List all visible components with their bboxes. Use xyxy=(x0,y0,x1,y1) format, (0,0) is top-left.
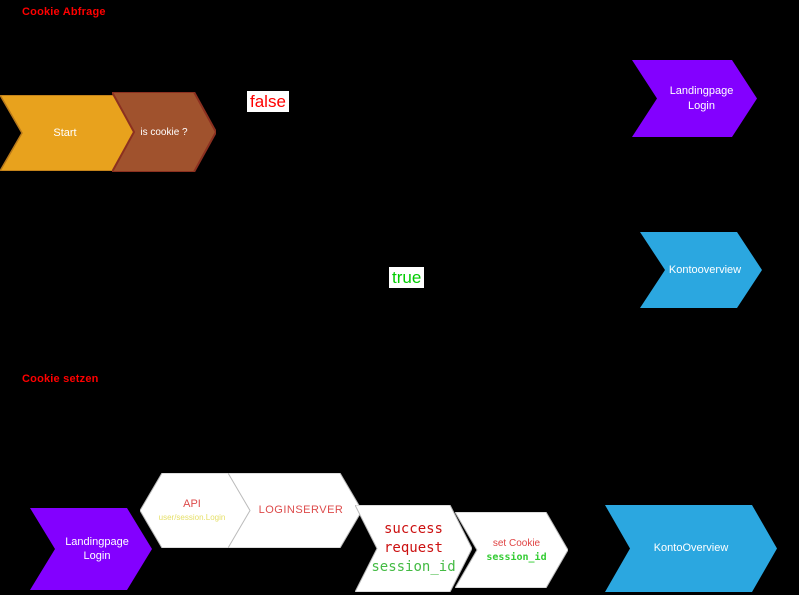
set-cookie-node: set Cookie session_id xyxy=(455,512,568,588)
kontooverview-top-node: Kontooverview xyxy=(640,232,762,308)
landingpage-login-bottom-shape xyxy=(30,508,152,590)
kontooverview-top-shape xyxy=(640,232,762,308)
landingpage-login-bottom-node: Landingpage Login xyxy=(30,508,152,590)
loginserver-shape xyxy=(228,473,362,548)
kontooverview-bottom-node: KontoOverview xyxy=(605,505,777,592)
edge-label-true: true xyxy=(389,267,425,288)
is-cookie-shape xyxy=(112,92,216,172)
is-cookie-node: is cookie ? xyxy=(112,92,216,172)
set-cookie-shape xyxy=(455,512,568,588)
loginserver-node: LOGINSERVER xyxy=(228,473,362,548)
landingpage-login-top-shape xyxy=(632,60,757,137)
edge-label-false: false xyxy=(247,91,289,112)
start-shape xyxy=(0,95,150,171)
section-label-cookie-setzen: Cookie setzen xyxy=(22,373,99,385)
api-shape xyxy=(140,473,252,548)
section-label-cookie-abfrage: Cookie Abfrage xyxy=(22,6,106,18)
landingpage-login-top-node: Landingpage Login xyxy=(632,60,757,137)
success-request-shape xyxy=(355,505,472,592)
kontooverview-bottom-shape xyxy=(605,505,777,592)
